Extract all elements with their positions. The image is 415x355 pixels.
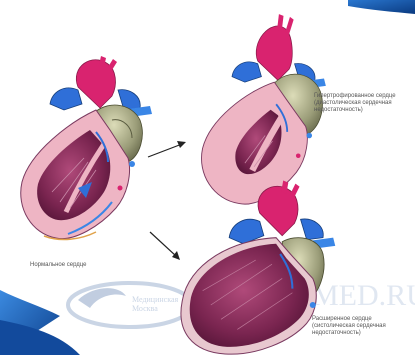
watermark-site-text: MED.RU [312, 279, 415, 312]
normal-heart-illustration [21, 56, 152, 239]
corner-decoration-top-right [348, 0, 415, 14]
hypertrophied-heart-illustration [201, 14, 325, 204]
arrow-to-dilated [150, 232, 180, 260]
label-dilated-heart: Расширенное сердце (систолическая сердеч… [312, 316, 412, 337]
label-hypertrophied-heart: Гипертрофированное сердце (диастолическа… [314, 93, 414, 114]
arrow-to-hypertrophied [148, 141, 186, 157]
label-normal-heart: Нормальное сердце [30, 262, 140, 269]
